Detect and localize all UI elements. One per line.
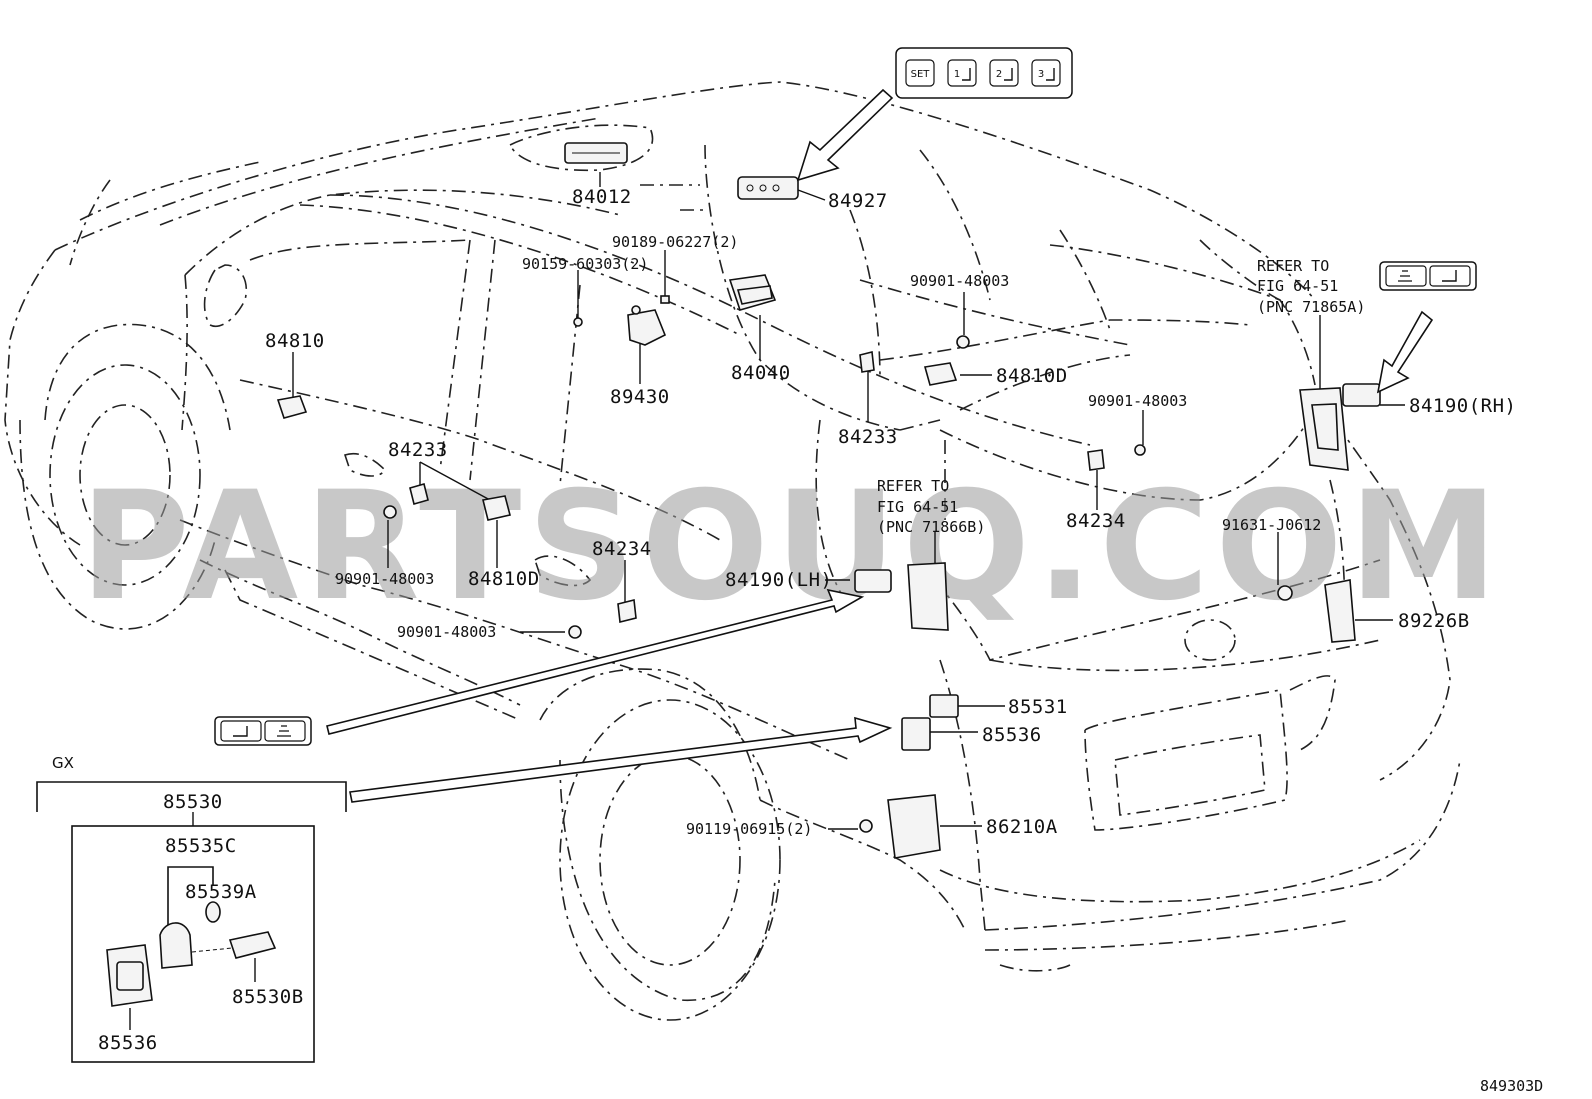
part-84233-left-glyph (409, 483, 429, 505)
label-84190LH: 84190(LH) (725, 569, 832, 591)
refer-right-line1: REFER TO (1257, 257, 1329, 275)
switch-panel-right (1379, 261, 1477, 291)
switch-set-label: SET (911, 69, 931, 80)
part-84810-glyph (276, 395, 308, 419)
label-84233-left: 84233 (388, 439, 448, 461)
label-84234-right: 84234 (1066, 510, 1126, 532)
part-84927-glyph (737, 176, 799, 200)
label-90159-60303: 90159-60303(2) (522, 255, 648, 273)
label-86210A: 86210A (986, 816, 1058, 838)
seat-fold-icon (277, 725, 291, 737)
part-84190LH-glyph (854, 569, 892, 593)
label-84190RH: 84190(RH) (1409, 395, 1516, 417)
screw-91631-glyph (1277, 585, 1293, 601)
label-90189-06227: 90189-06227(2) (612, 233, 738, 251)
label-84234-left: 84234 (592, 538, 652, 560)
seat-icon (1046, 68, 1055, 81)
part-84233-right-glyph (859, 351, 875, 373)
part-85536-glyph (901, 717, 931, 751)
seat-return-icon (1442, 270, 1457, 282)
screw-90189-glyph (660, 295, 670, 304)
label-85539A: 85539A (185, 881, 257, 903)
switch-1-label: 1 (954, 69, 960, 80)
part-85531-glyph (929, 694, 959, 718)
bolt-90901-left-glyph (383, 505, 397, 519)
label-90119-06915: 90119-06915(2) (686, 820, 812, 838)
label-84810D-top: 84810D (996, 365, 1068, 387)
bolt-90901-right-glyph (1134, 444, 1146, 456)
bolt-90901-top-glyph (956, 335, 970, 349)
callout-arrows (326, 88, 1434, 803)
part-84234-right-glyph (1087, 449, 1105, 471)
part-84234-left-glyph (617, 599, 637, 623)
label-85530B: 85530B (232, 986, 304, 1008)
refer-center-line1: REFER TO (877, 477, 949, 495)
part-labels: 84012 84927 90189-06227(2) 90159-60303(2… (265, 186, 1516, 838)
inset-box (71, 825, 315, 1063)
part-86210A-glyph (887, 794, 941, 859)
inset-title: GX (52, 754, 74, 772)
label-84040: 84040 (731, 362, 791, 384)
refer-center-line3: (PNC 71866B) (877, 518, 985, 536)
seat-fold-icon (1398, 270, 1412, 282)
part-85539A-glyph (205, 901, 221, 923)
label-90901-48003-right: 90901-48003 (1088, 392, 1187, 410)
label-90901-48003-left: 90901-48003 (335, 570, 434, 588)
label-84233-right: 84233 (838, 426, 898, 448)
switch-panel-top: SET 1 2 3 (895, 47, 1073, 99)
leader-lines (292, 172, 1405, 830)
label-91631-J0612: 91631-J0612 (1222, 516, 1321, 534)
bolt-90901-lower-glyph (568, 625, 582, 639)
figure-id: 849303D (1480, 1077, 1543, 1095)
switch-panel-left (214, 716, 312, 746)
label-90901-48003-top: 90901-48003 (910, 272, 1009, 290)
seat-return-icon (233, 726, 248, 737)
part-89430-glyph (627, 309, 667, 346)
part-89226B-glyph (1324, 579, 1356, 643)
label-85530: 85530 (163, 791, 223, 813)
label-85531: 85531 (1008, 696, 1068, 718)
refer-right-line3: (PNC 71865A) (1257, 298, 1365, 316)
label-84012: 84012 (572, 186, 632, 208)
label-90901-48003-lower: 90901-48003 (397, 623, 496, 641)
panel-71866B-glyph (907, 562, 949, 631)
label-89430: 89430 (610, 386, 670, 408)
bolt-90119-glyph (859, 819, 873, 833)
label-85536-inset: 85536 (98, 1032, 158, 1054)
refer-center-line2: FIG 64-51 (877, 498, 958, 516)
seat-icon (962, 68, 971, 81)
label-84810D-left: 84810D (468, 568, 540, 590)
gx-inset: GX 85530 85535C 85539A 85530B 85536 (36, 754, 347, 1063)
switch-2-label: 2 (996, 69, 1002, 80)
watermark-text: PARTSOUQ.COM (80, 460, 1504, 634)
part-84810D-left-glyph (482, 495, 511, 521)
label-84927: 84927 (828, 190, 888, 212)
switch-3-label: 3 (1038, 69, 1044, 80)
refer-right-line2: FIG 64-51 (1257, 277, 1338, 295)
label-84810: 84810 (265, 330, 325, 352)
part-85530B-glyph (228, 931, 277, 959)
part-85535C-glyph (159, 922, 193, 969)
parts (276, 142, 1381, 859)
label-85536: 85536 (982, 724, 1042, 746)
label-85535C: 85535C (165, 835, 237, 857)
seat-icon (1004, 68, 1013, 81)
screw-90159-glyph (573, 317, 583, 327)
label-89226B: 89226B (1398, 610, 1470, 632)
part-84810D-top-glyph (923, 362, 958, 386)
part-84190RH-glyph (1342, 383, 1381, 407)
